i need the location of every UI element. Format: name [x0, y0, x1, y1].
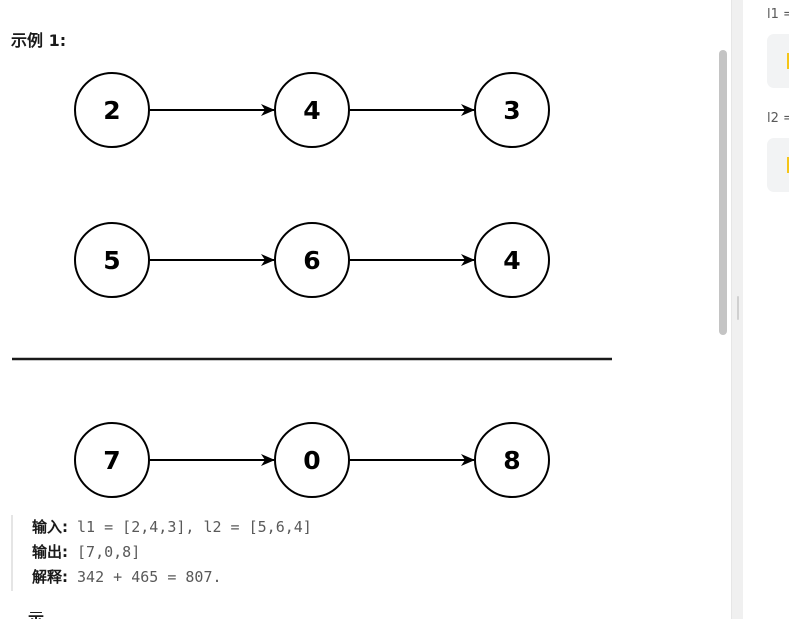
explain-value: 342 + 465 = 807.: [68, 568, 222, 586]
output-value: [7,0,8]: [68, 543, 141, 561]
list2-row: 5 6 4: [74, 222, 550, 298]
param-l2-caret: [787, 157, 789, 173]
list2-node-3: 4: [474, 222, 550, 298]
param-l2-label: l2 =: [767, 111, 789, 126]
next-example-heading: 示: [28, 612, 44, 619]
list2-node-2: 6: [274, 222, 350, 298]
param-l2-input[interactable]: [767, 138, 789, 192]
description-scrollbar-thumb[interactable]: [719, 50, 727, 335]
example-io-block: 输入: l1 = [2,4,3], l2 = [5,6,4] 输出: [7,0,…: [11, 515, 571, 591]
example-heading: 示例 1:: [11, 31, 67, 50]
testcase-pane: l1 = l2 =: [743, 0, 789, 619]
list1-row: 2 4 3: [74, 72, 550, 148]
result-node-1: 7: [74, 422, 150, 498]
result-node-2: 0: [274, 422, 350, 498]
param-l1-caret: [787, 53, 789, 69]
list2-node-1-label: 5: [103, 246, 120, 275]
input-label: 输入:: [32, 518, 68, 536]
output-label: 输出:: [32, 543, 68, 561]
explain-label: 解释:: [32, 568, 68, 586]
example-explain-line: 解释: 342 + 465 = 807.: [32, 565, 571, 590]
example-output-line: 输出: [7,0,8]: [32, 540, 571, 565]
param-l1-label: l1 =: [767, 7, 789, 22]
splitter-grip-icon[interactable]: [737, 296, 739, 320]
result-node-2-label: 0: [303, 446, 320, 475]
list2-node-2-label: 6: [303, 246, 320, 275]
list1-node-3-label: 3: [503, 96, 520, 125]
list1-node-1-label: 2: [103, 96, 120, 125]
list1-node-3: 3: [474, 72, 550, 148]
list2-node-1: 5: [74, 222, 150, 298]
result-node-3-label: 8: [503, 446, 520, 475]
problem-description-pane: 示例 1: 2 4 3: [11, 31, 612, 619]
list2-node-3-label: 4: [503, 246, 520, 275]
result-row: 7 0 8: [74, 422, 550, 498]
param-l1-input[interactable]: [767, 34, 789, 88]
input-value: l1 = [2,4,3], l2 = [5,6,4]: [68, 518, 312, 536]
list1-node-2: 4: [274, 72, 350, 148]
list1-node-2-label: 4: [303, 96, 320, 125]
linked-list-diagram: 2 4 3 5 6 4: [12, 72, 612, 498]
example-input-line: 输入: l1 = [2,4,3], l2 = [5,6,4]: [32, 515, 571, 540]
result-node-1-label: 7: [103, 446, 120, 475]
list1-node-1: 2: [74, 72, 150, 148]
result-node-3: 8: [474, 422, 550, 498]
